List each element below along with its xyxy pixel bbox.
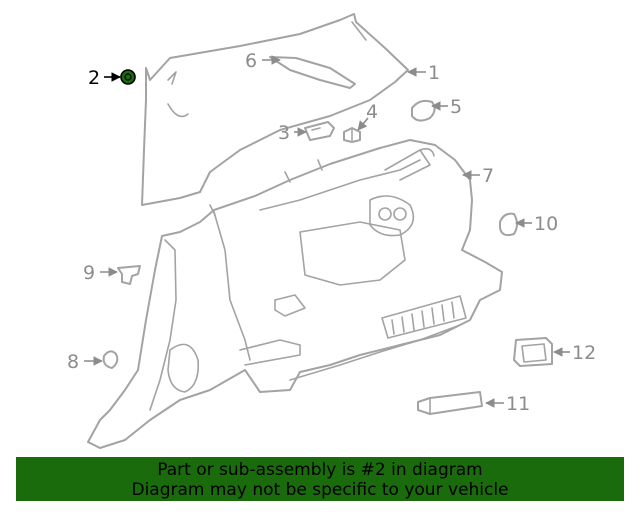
diagram-notice-banner: Part or sub-assembly is #2 in diagram Di…	[16, 457, 624, 501]
callout-2[interactable]: 2	[88, 67, 121, 89]
notice-line-part-number: Part or sub-assembly is #2 in diagram	[157, 460, 483, 480]
bracket-part-3	[304, 121, 335, 141]
callout-1[interactable]: 1	[407, 62, 440, 84]
callout-label: 5	[450, 96, 462, 118]
lower-quarter-trim-panel	[87, 139, 503, 449]
callout-11[interactable]: 11	[485, 393, 530, 415]
callout-7[interactable]: 7	[462, 165, 494, 187]
cap-part-10	[499, 212, 518, 237]
callout-6[interactable]: 6	[245, 50, 281, 72]
callout-label: 9	[83, 262, 95, 284]
callout-label: 6	[245, 50, 257, 72]
callout-label: 8	[67, 351, 79, 373]
notice-line-disclaimer: Diagram may not be specific to your vehi…	[131, 480, 509, 500]
callout-label: 12	[572, 342, 596, 364]
upper-quarter-trim-panel	[141, 13, 409, 206]
callout-label: 7	[482, 165, 494, 187]
callout-4[interactable]: 4	[357, 101, 378, 131]
callout-label: 3	[278, 122, 290, 144]
callout-label: 2	[88, 67, 100, 89]
bracket-part-9	[117, 265, 141, 285]
cap-part-5	[411, 99, 436, 122]
callout-label: 4	[366, 101, 378, 123]
callout-12[interactable]: 12	[553, 342, 596, 364]
callout-label: 11	[506, 393, 530, 415]
callout-label: 1	[428, 62, 440, 84]
clip-part-8	[102, 350, 119, 369]
switch-part-12	[513, 337, 553, 367]
callout-5[interactable]: 5	[431, 96, 462, 118]
callout-8[interactable]: 8	[67, 351, 103, 373]
callout-9[interactable]: 9	[83, 262, 118, 284]
callout-label: 10	[534, 213, 558, 235]
callout-10[interactable]: 10	[515, 213, 558, 235]
molding-part-11	[417, 391, 483, 415]
callout-3[interactable]: 3	[278, 122, 307, 144]
push-pin-part-4	[343, 127, 361, 143]
parts-diagram: 1 2 3 4 5 6 7 8 9 10 11 12	[67, 13, 596, 449]
retainer-clip-part-2	[120, 69, 136, 85]
trim-insert-strip	[269, 56, 356, 89]
